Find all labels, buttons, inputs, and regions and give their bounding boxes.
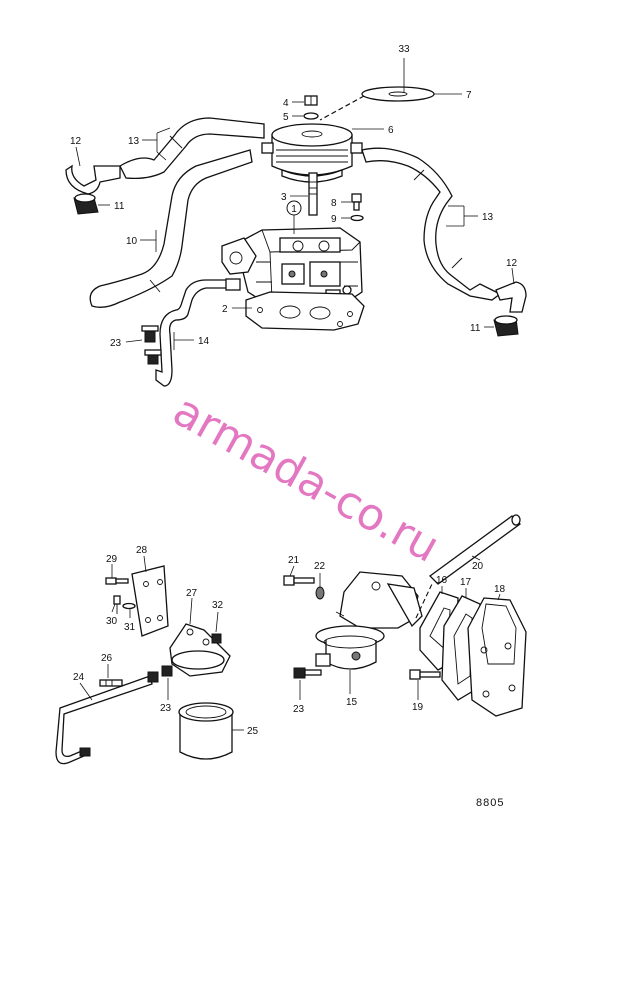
label-29: 29	[106, 554, 118, 565]
label-9: 9	[331, 214, 337, 225]
part-10-hose	[89, 149, 253, 308]
part-24-fuel-pipe	[55, 675, 153, 765]
drawing-code: 8805	[476, 797, 504, 809]
dashed-line-pump	[415, 583, 433, 619]
part-23-fitting-filter	[147, 665, 173, 683]
label-14: 14	[198, 336, 210, 347]
leader-27	[189, 597, 193, 625]
label-1: 1	[291, 204, 297, 215]
part-13-hose-left	[119, 117, 265, 180]
leader-24	[79, 682, 93, 701]
dashed-line-7	[319, 95, 365, 121]
part-28-bracket	[131, 565, 169, 637]
label-25: 25	[247, 726, 259, 737]
label-30: 30	[106, 616, 118, 627]
leader-12b	[511, 267, 515, 285]
part-19-bolt	[409, 669, 441, 680]
part-23-fitting-lower	[144, 349, 162, 365]
label-27: 27	[186, 588, 198, 599]
label-11-left: 11	[114, 201, 125, 212]
label-23-filter: 23	[160, 703, 172, 714]
label-26: 26	[101, 653, 113, 664]
part-7-disc	[361, 86, 435, 102]
label-17: 17	[460, 577, 472, 588]
label-2: 2	[222, 304, 228, 315]
label-28: 28	[136, 545, 148, 556]
part-2-gasket	[245, 291, 365, 331]
part-4-nut	[304, 95, 318, 106]
part-13-hose-right	[361, 147, 502, 301]
part-21-bolt	[283, 575, 315, 586]
part-20-rod	[429, 514, 521, 585]
label-6: 6	[388, 125, 394, 136]
label-23-pump: 23	[293, 704, 305, 715]
part-14-fuel-line	[155, 278, 241, 387]
part-23-fitting-top	[141, 325, 159, 343]
part-8-screw	[351, 193, 362, 211]
label-13-left: 13	[128, 136, 140, 147]
part-9-washer	[350, 214, 364, 222]
label-22: 22	[314, 561, 326, 572]
label-20: 20	[472, 561, 484, 572]
leader-18	[497, 593, 501, 601]
label-21: 21	[288, 555, 300, 566]
label-18: 18	[494, 584, 506, 595]
part-11-fitting-right	[493, 315, 519, 337]
part-31-washer	[122, 602, 136, 610]
part-25-filter-canister	[178, 702, 234, 760]
part-29-screw	[105, 577, 129, 585]
label-8: 8	[331, 198, 337, 209]
part-27-filter-head	[169, 623, 231, 677]
part-22-washer	[315, 586, 325, 600]
label-13-right: 13	[482, 212, 494, 223]
part-3-stud	[308, 172, 318, 216]
leader-28	[143, 555, 147, 573]
part-15-fuel-pump	[315, 571, 423, 670]
part-11-fitting-left	[73, 193, 99, 215]
bracket-13a-top	[156, 127, 171, 134]
label-24: 24	[73, 672, 85, 683]
label-19: 19	[412, 702, 424, 713]
label-31: 31	[124, 622, 136, 633]
part-1-carburetor	[221, 227, 363, 307]
part-5-washer	[303, 112, 319, 120]
label-16: 16	[436, 575, 448, 586]
label-12-left: 12	[70, 136, 82, 147]
part-30-screw	[113, 595, 121, 614]
label-23-top: 23	[110, 338, 122, 349]
leader-12a	[75, 146, 81, 167]
leader-23a	[125, 339, 143, 343]
label-7: 7	[466, 90, 472, 101]
bracket-13a-bottom	[156, 151, 167, 161]
leader-20	[471, 555, 481, 561]
label-3: 3	[281, 192, 287, 203]
watermark: armada-co.ru	[165, 385, 448, 573]
part-12-elbow-left	[65, 164, 121, 195]
label-33: 33	[398, 44, 410, 55]
label-10: 10	[126, 236, 138, 247]
label-5: 5	[283, 112, 289, 123]
part-12-elbow-right	[495, 281, 527, 313]
leader-21	[289, 565, 295, 577]
label-15: 15	[346, 697, 358, 708]
part-18-plate	[467, 597, 527, 717]
part-32-nut	[211, 633, 222, 644]
label-11-right: 11	[470, 323, 481, 334]
leader-30	[111, 603, 116, 613]
label-32: 32	[212, 600, 224, 611]
label-4: 4	[283, 98, 289, 109]
label-12-right: 12	[506, 258, 518, 269]
part-23-bolt-pump	[293, 667, 322, 679]
leader-32	[215, 611, 219, 633]
part-26-fitting	[99, 679, 123, 687]
